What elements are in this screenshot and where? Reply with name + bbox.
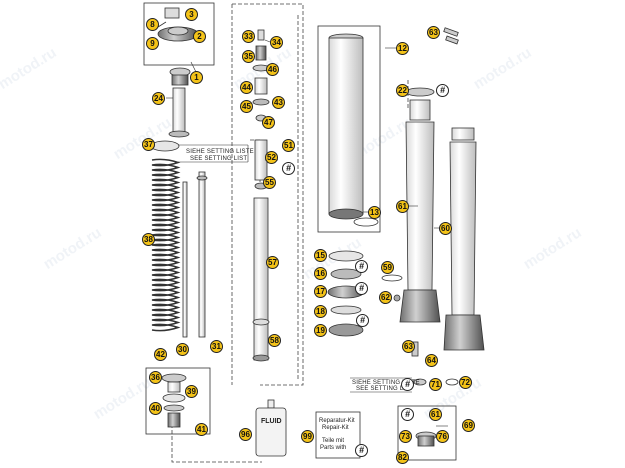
callout-39: 39 [185,385,198,398]
callout-62: 62 [379,291,392,304]
upper-tube-box [317,25,381,233]
callout-38: 38 [142,233,155,246]
callout-18: 18 [314,305,327,318]
hash-callout: # [401,408,414,421]
callout-8: 8 [146,18,159,31]
callout-33: 33 [242,30,255,43]
callout-43: 43 [272,96,285,109]
callout-22: 22 [396,84,409,97]
callout-52: 52 [265,151,278,164]
callout-30: 30 [176,343,189,356]
callout-3: 3 [185,8,198,21]
repair-kit-frame [315,411,361,459]
callout-41: 41 [195,423,208,436]
small-parts [411,27,459,386]
callout-45: 45 [240,100,253,113]
hash-callout: # [436,84,449,97]
callout-76: 76 [436,430,449,443]
callout-9: 9 [146,37,159,50]
callout-60: 60 [439,222,452,235]
callout-2: 2 [193,30,206,43]
setting-list-note-en: SEE SETTING LIST [356,386,414,392]
axle-clamp-parts [415,431,437,447]
callout-47: 47 [262,116,275,129]
axle-clamp-box [397,405,457,461]
damper-column [252,29,270,362]
repair-kit-line3: Teile mit [322,438,345,444]
callout-61-kit: 61 [429,408,442,421]
callout-71: 71 [429,378,442,391]
cap-assembly-box [143,2,215,66]
callout-63: 63 [427,26,440,39]
callout-73: 73 [399,430,412,443]
hash-callout: # [355,282,368,295]
callout-36: 36 [149,371,162,384]
hash-callout: # [401,378,414,391]
callout-58: 58 [268,334,281,347]
repair-kit-line4: Parts with [320,445,347,451]
callout-31: 31 [210,340,223,353]
callout-61: 61 [396,200,409,213]
callout-1: 1 [190,71,203,84]
lower-legs [381,87,485,351]
repair-kit-en: Repair-Kit [322,425,349,431]
hash-callout: # [282,162,295,175]
callout-12: 12 [396,42,409,55]
setting-list-note-de: SIEHE SETTING LISTE [186,149,254,155]
repair-kit-de: Reparatur-Kit [319,418,355,424]
callout-34: 34 [270,36,283,49]
inner-rods [182,171,208,338]
callout-19: 19 [314,324,327,337]
rod-24 [168,87,190,138]
callout-64: 64 [425,354,438,367]
callout-57: 57 [266,256,279,269]
setting-list-note-en: SEE SETTING LIST [190,156,248,162]
upper-tube-12 [328,33,379,227]
fluid-label: FLUID [261,418,282,425]
hash-callout: # [356,314,369,327]
assembly-lines [171,3,409,463]
base-valve-box [145,367,211,435]
callout-59: 59 [381,261,394,274]
callout-72: 72 [459,376,472,389]
callout-40: 40 [149,402,162,415]
callout-15: 15 [314,249,327,262]
callout-44: 44 [240,81,253,94]
callout-51: 51 [282,139,295,152]
callout-99: 99 [301,430,314,443]
setting-list-note-de: SIEHE SETTING LISTE [352,380,420,386]
callout-16: 16 [314,267,327,280]
callout-69: 69 [462,419,475,432]
callout-96: 96 [239,428,252,441]
callout-55: 55 [263,176,276,189]
hash-callout: # [355,260,368,273]
callout-46: 46 [266,63,279,76]
callout-24: 24 [152,92,165,105]
callout-35: 35 [242,50,255,63]
callout-42: 42 [154,348,167,361]
callout-13: 13 [368,206,381,219]
setting-list-lines [178,144,412,393]
hash-callout: # [355,444,368,457]
callout-17: 17 [314,285,327,298]
base-valve-parts [161,373,187,428]
callout-82: 82 [396,451,409,464]
callout-63: 63 [402,340,415,353]
callout-37: 37 [142,138,155,151]
fluid-bottle [255,399,287,457]
spring-38 [150,140,181,332]
